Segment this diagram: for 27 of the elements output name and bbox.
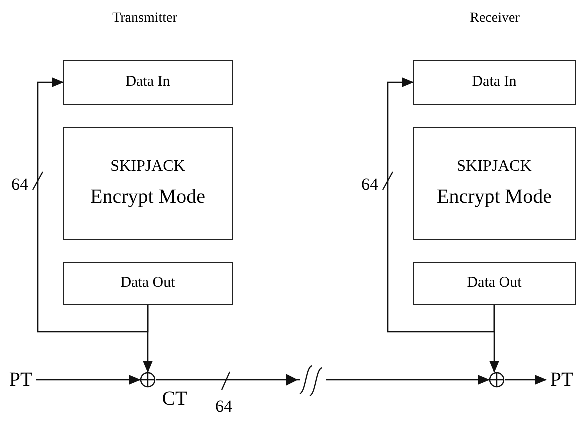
process-box (413, 60, 576, 105)
box-label: Data In (472, 73, 517, 92)
process-box (413, 262, 576, 305)
box-label: SKIPJACK (110, 157, 186, 177)
section-title: Transmitter (112, 10, 178, 28)
box-label: Data In (126, 73, 170, 92)
arrow (505, 375, 547, 385)
box-label: Data Out (120, 274, 176, 294)
signal-label: CT (161, 387, 189, 412)
box-label: Encrypt Mode (90, 185, 206, 210)
bus-width-label: 64 (214, 396, 234, 418)
arrow (37, 78, 149, 333)
bus-width-label: 64 (10, 174, 30, 196)
arrow (387, 78, 496, 333)
process-box (63, 60, 233, 105)
process-box (413, 127, 576, 240)
arrow (36, 375, 141, 385)
signal-label: PT (550, 368, 574, 393)
box-label: Encrypt Mode (437, 185, 552, 210)
bus-width-label: 64 (360, 174, 380, 196)
box-label: SKIPJACK (457, 157, 532, 177)
arrow (156, 375, 490, 385)
signal-label: PT (9, 368, 33, 393)
process-box (63, 127, 233, 240)
process-box (63, 262, 233, 305)
box-label: Data Out (467, 274, 522, 294)
section-title: Receiver (469, 10, 521, 28)
